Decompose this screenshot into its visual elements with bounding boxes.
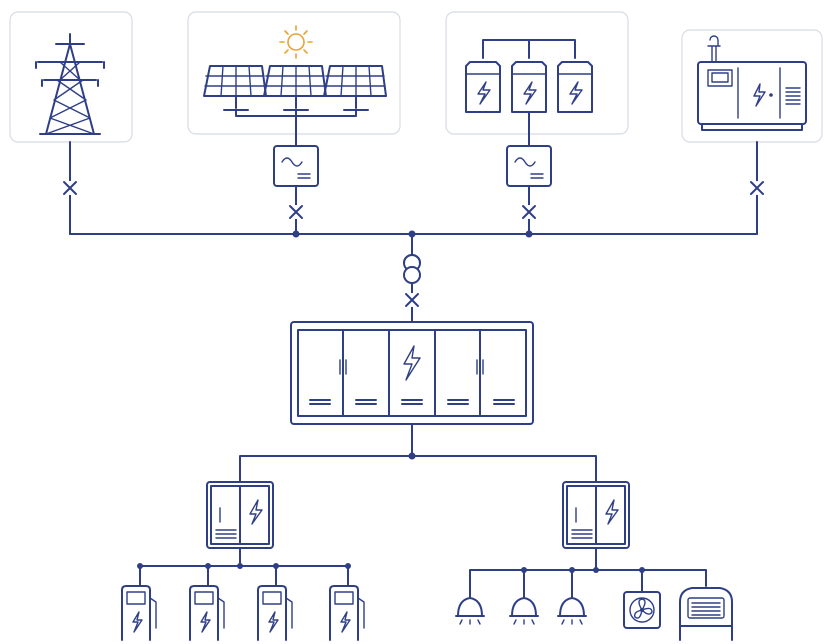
battery-cluster: [465, 39, 593, 113]
transmission-tower-icon: [35, 33, 105, 135]
generator-icon: [697, 35, 807, 131]
ev-charger-icon: [257, 585, 293, 641]
generator-source-card: [681, 29, 823, 143]
solar-source-card: [187, 11, 401, 135]
main-switchgear-cabinet: [290, 321, 534, 425]
breaker-icon: [522, 205, 536, 219]
breaker-icon: [750, 181, 764, 195]
hvac-unit-icon: [679, 587, 733, 641]
breaker-icon: [289, 205, 303, 219]
ceiling-lamp-icon: [557, 597, 587, 625]
ev-charger-icon: [121, 585, 157, 641]
battery-icon: [557, 61, 593, 113]
ceiling-lamp-icon: [455, 597, 485, 625]
battery-inverter-icon: [506, 145, 552, 187]
bus-junction-dot: [292, 230, 300, 238]
bus-junction-dot: [408, 452, 416, 460]
transformer-icon: [403, 254, 421, 284]
battery-icon: [511, 61, 547, 113]
ventilation-fan-icon: [623, 591, 661, 629]
breaker-icon: [405, 293, 419, 307]
solar-inverter-icon: [273, 145, 319, 187]
grid-source-card: [9, 11, 133, 143]
bus-junction-dot: [525, 230, 533, 238]
solar-panel-icon: [323, 65, 387, 111]
load-distribution-panel: [562, 481, 630, 549]
battery-icon: [465, 61, 501, 113]
ev-charger-icon: [329, 585, 365, 641]
ev-charger-icon: [189, 585, 225, 641]
ceiling-lamp-icon: [509, 597, 539, 625]
ev-distribution-panel: [206, 481, 274, 549]
breaker-icon: [63, 181, 77, 195]
sun-icon: [279, 25, 313, 59]
battery-source-card: [445, 11, 629, 135]
